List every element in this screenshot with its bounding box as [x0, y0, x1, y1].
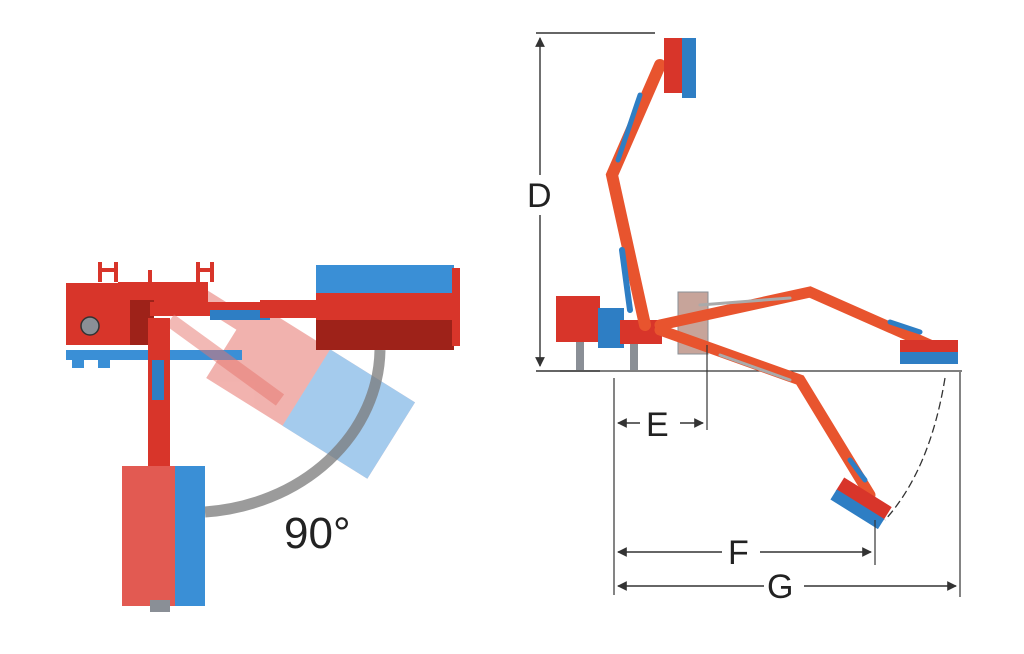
reach-arc — [884, 377, 946, 521]
lowered-head — [830, 477, 892, 530]
lift-hooks — [98, 262, 214, 282]
raised-head — [664, 38, 696, 98]
swing-angle-label: 90° — [284, 509, 351, 558]
swing-arc — [204, 349, 386, 518]
dimension-e-label: E — [646, 406, 669, 444]
lowered-reach-arm — [654, 324, 876, 501]
side-view-machine: D — [524, 32, 962, 606]
dimension-g-label: G — [767, 568, 793, 606]
parked-mower-head — [316, 265, 460, 350]
lowered-mower-head — [122, 466, 205, 612]
horizontal-head — [900, 340, 958, 364]
pto-gearbox — [80, 316, 100, 336]
horizontal-reach-arm — [654, 286, 936, 351]
dimension-f-label: F — [728, 534, 749, 572]
ghost-boom — [165, 314, 285, 406]
top-view-machine: 90° — [66, 262, 460, 612]
vertical-reach-arm — [605, 59, 666, 331]
dimension-d-label: D — [527, 177, 552, 215]
